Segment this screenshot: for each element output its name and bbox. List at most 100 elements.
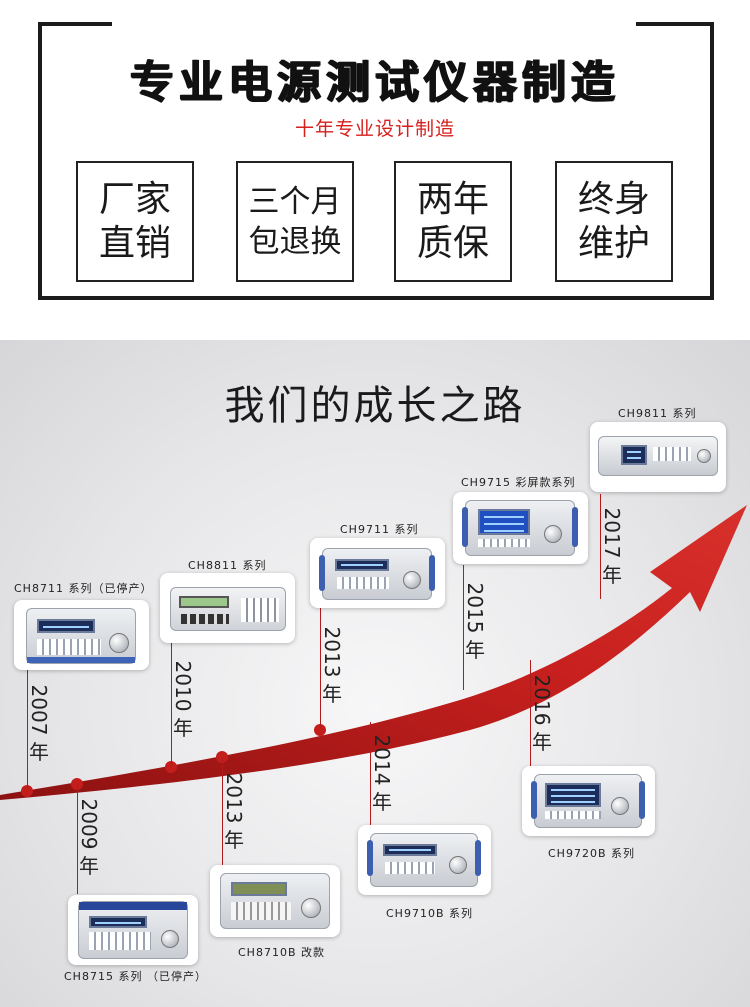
- product-card-ch9711: [310, 538, 445, 608]
- product-label-ch8710b: CH8710B 改款: [238, 946, 325, 959]
- device-knob: [403, 571, 421, 589]
- year-suffix: 年: [29, 740, 49, 764]
- product-card-ch9811: [590, 422, 726, 492]
- year-digits: 2015: [463, 582, 487, 634]
- badge-three-month-return: 三个月 包退换: [236, 161, 354, 282]
- product-image-ch9720b: [531, 774, 645, 828]
- banner-subline: 十年专业设计制造: [294, 118, 455, 140]
- device-keypad: [478, 539, 530, 547]
- year-suffix: 年: [322, 682, 342, 706]
- arrow-body: [0, 505, 747, 800]
- badge-line1: 终身: [577, 178, 650, 220]
- device-handle-left: [462, 507, 468, 547]
- pole-2010: [171, 642, 172, 767]
- device-handle-left: [531, 781, 537, 819]
- milestone-dot-2007: [21, 785, 33, 797]
- product-label-ch9720b: CH9720B 系列: [548, 847, 635, 860]
- banner-frame-top-right: [636, 22, 714, 26]
- year-digits: 2007: [27, 684, 51, 736]
- product-label-ch9811: CH9811 系列: [618, 407, 697, 420]
- product-image-ch9711: [319, 548, 435, 600]
- product-label-ch8811: CH8811 系列: [188, 559, 267, 572]
- banner-frame: [38, 22, 714, 300]
- device-keypad: [231, 902, 291, 920]
- device-display: [545, 783, 601, 807]
- badge-line2: 直销: [98, 222, 171, 264]
- product-card-ch9710b: [358, 825, 491, 895]
- device-knob: [611, 797, 629, 815]
- year-2013a: 2013 年: [219, 768, 249, 850]
- badge-line1: 三个月: [248, 183, 342, 220]
- product-card-ch8711: [14, 600, 149, 670]
- device-display: [383, 844, 437, 856]
- pole-2017: [600, 494, 601, 599]
- year-suffix: 年: [602, 563, 622, 587]
- device-knob: [301, 898, 321, 918]
- year-2014: 2014 年: [367, 730, 397, 812]
- year-digits: 2016: [530, 674, 554, 726]
- product-image-ch8711: [26, 608, 136, 664]
- device-knob: [109, 633, 129, 653]
- device-handle-left: [367, 840, 373, 876]
- device-handle-right: [475, 840, 481, 876]
- product-image-ch9811: [598, 436, 718, 476]
- device-buttons: [241, 598, 279, 622]
- year-suffix: 年: [224, 828, 244, 852]
- year-2016: 2016 年: [527, 670, 557, 752]
- timeline-title: 我们的成长之路: [224, 383, 526, 429]
- device-base: [27, 657, 135, 663]
- pole-2007: [27, 670, 28, 790]
- product-image-ch9710b: [367, 833, 481, 887]
- year-2013b: 2013 年: [317, 622, 347, 704]
- banner-frame-top-left: [38, 22, 112, 26]
- milestone-dot-2010: [165, 761, 177, 773]
- product-card-ch8715: [68, 895, 198, 965]
- year-digits: 2009: [77, 798, 101, 850]
- product-card-ch9715: [453, 492, 588, 564]
- year-2017: 2017 年: [597, 503, 627, 585]
- device-keypad: [181, 614, 229, 624]
- product-image-ch8811: [170, 587, 286, 631]
- banner-headline: 专业电源测试仪器制造: [130, 57, 620, 108]
- device-handle-left: [319, 555, 325, 591]
- device-keypad: [89, 932, 151, 950]
- year-digits: 2014: [370, 734, 394, 786]
- year-suffix: 年: [79, 854, 99, 878]
- year-suffix: 年: [173, 716, 193, 740]
- device-knob: [161, 930, 179, 948]
- device-handle-right: [572, 507, 578, 547]
- device-display: [37, 619, 95, 633]
- device-knob: [449, 856, 467, 874]
- device-display: [89, 916, 147, 928]
- year-2010: 2010 年: [168, 656, 198, 738]
- year-digits: 2013: [320, 626, 344, 678]
- year-suffix: 年: [465, 638, 485, 662]
- badge-line1: 两年: [416, 178, 489, 220]
- device-display: [621, 445, 647, 465]
- device-keypad: [385, 862, 435, 874]
- pole-2014: [370, 722, 371, 828]
- pole-2013a: [222, 757, 223, 867]
- device-top-strip: [79, 902, 187, 910]
- product-card-ch8710b: [210, 865, 340, 937]
- device-handle-right: [639, 781, 645, 819]
- badge-line2: 包退换: [248, 223, 342, 260]
- device-handle-right: [429, 555, 435, 591]
- product-card-ch9720b: [522, 766, 655, 836]
- product-label-ch9715: CH9715 彩屏款系列: [461, 476, 576, 489]
- device-display: [335, 559, 389, 571]
- badge-two-year-warranty: 两年 质保: [394, 161, 512, 282]
- pole-2009: [77, 784, 78, 894]
- product-label-ch8715: CH8715 系列 （已停产）: [64, 970, 207, 983]
- year-digits: 2017: [600, 507, 624, 559]
- year-suffix: 年: [532, 730, 552, 754]
- device-knob: [697, 449, 711, 463]
- badge-line1: 厂家: [98, 178, 171, 220]
- product-label-ch9710b: CH9710B 系列: [386, 907, 473, 920]
- product-card-ch8811: [160, 573, 295, 643]
- pole-2013b: [320, 608, 321, 728]
- badge-line2: 维护: [577, 222, 650, 264]
- device-keypad: [653, 447, 691, 461]
- device-keypad: [337, 577, 389, 589]
- device-color-display: [478, 509, 530, 535]
